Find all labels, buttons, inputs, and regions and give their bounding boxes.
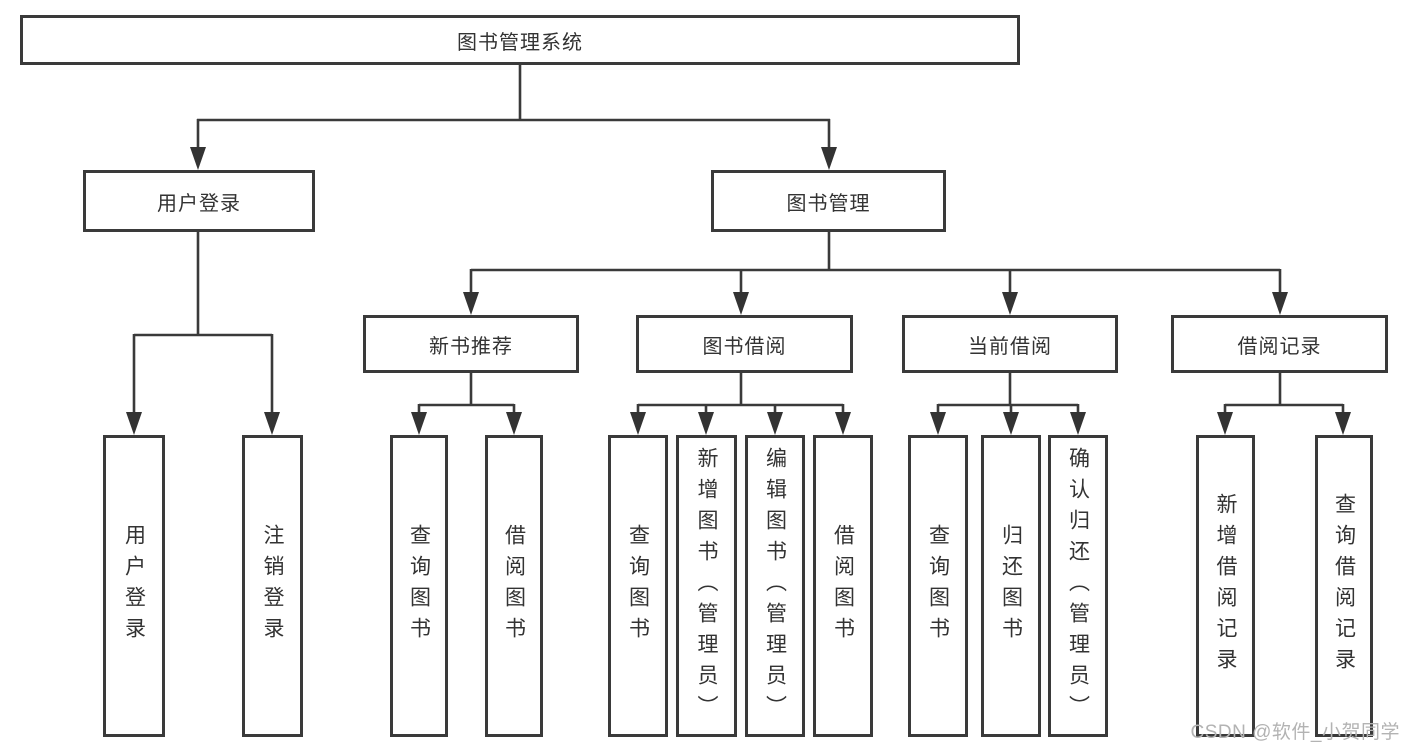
node-label: 归还图书	[999, 524, 1023, 648]
arrowhead-icon	[821, 147, 837, 170]
connector-book-borrow-to-leaves	[630, 373, 851, 435]
leaf-query-books: 查询图书	[908, 435, 968, 737]
node-label: 新增借阅记录	[1214, 493, 1237, 679]
arrowhead-icon	[506, 412, 522, 435]
connector-book-management-to-modules	[463, 232, 1288, 315]
connector-new-book-recommend-to-leaves	[411, 373, 522, 435]
arrowhead-icon	[1272, 292, 1288, 315]
leaf-query-books: 查询图书	[390, 435, 448, 737]
node-label: 借阅记录	[1237, 335, 1322, 358]
node-module-book-borrow: 图书借阅	[636, 315, 853, 373]
node-label: 查询借阅记录	[1332, 493, 1356, 679]
arrowhead-icon	[190, 147, 206, 170]
node-label: 当前借阅	[968, 335, 1052, 358]
node-label: 图书管理系统	[457, 31, 583, 54]
leaf-return-books: 归还图书	[981, 435, 1041, 737]
arrowhead-icon	[1335, 412, 1351, 435]
connector-borrow-record-to-leaves	[1217, 373, 1351, 435]
node-label: 图书借阅	[702, 335, 787, 358]
node-label: 图书管理	[786, 192, 871, 215]
node-label: 查询图书	[626, 524, 650, 648]
leaf-query-borrow-record: 查询借阅记录	[1315, 435, 1373, 737]
leaf-confirm-return-admin: 确认归还（管理员）	[1048, 435, 1108, 737]
arrowhead-icon	[733, 292, 749, 315]
node-branch-book-management: 图书管理	[711, 170, 946, 232]
node-label: 借阅图书	[831, 524, 855, 648]
leaf-query-books: 查询图书	[608, 435, 668, 737]
arrowhead-icon	[698, 412, 714, 435]
arrowhead-icon	[463, 292, 479, 315]
arrowhead-icon	[930, 412, 946, 435]
arrowhead-icon	[1070, 412, 1086, 435]
node-label: 新书推荐	[429, 335, 513, 358]
node-label: 编辑图书（管理员）	[763, 446, 787, 726]
arrowhead-icon	[1217, 412, 1233, 435]
node-module-new-book-recommend: 新书推荐	[363, 315, 579, 373]
node-label: 新增图书（管理员）	[695, 446, 718, 726]
leaf-edit-books-admin: 编辑图书（管理员）	[745, 435, 805, 737]
arrowhead-icon	[126, 412, 142, 435]
node-module-current-borrow: 当前借阅	[902, 315, 1118, 373]
arrowhead-icon	[264, 412, 280, 435]
csdn-watermark: CSDN @软件_小贺同学	[1190, 722, 1400, 743]
arrowhead-icon	[835, 412, 851, 435]
arrowhead-icon	[1003, 412, 1019, 435]
leaf-borrow-books: 借阅图书	[485, 435, 543, 737]
arrowhead-icon	[411, 412, 427, 435]
node-label: 查询图书	[407, 524, 431, 648]
node-label: 查询图书	[926, 524, 950, 648]
leaf-logout: 注销登录	[242, 435, 303, 737]
node-label: 借阅图书	[502, 524, 526, 648]
leaf-add-books-admin: 新增图书（管理员）	[676, 435, 737, 737]
leaf-borrow-books: 借阅图书	[813, 435, 873, 737]
node-branch-user-login: 用户登录	[83, 170, 315, 232]
connector-user-login-to-leaves	[126, 232, 280, 435]
node-label: 注销登录	[261, 524, 284, 648]
node-root-library-system: 图书管理系统	[20, 15, 1020, 65]
arrowhead-icon	[630, 412, 646, 435]
leaf-user-login: 用户登录	[103, 435, 165, 737]
node-label: 用户登录	[157, 192, 241, 215]
arrowhead-icon	[1002, 292, 1018, 315]
arrowhead-icon	[767, 412, 783, 435]
node-module-borrow-record: 借阅记录	[1171, 315, 1388, 373]
node-label: 确认归还（管理员）	[1066, 446, 1090, 726]
connector-current-borrow-to-leaves	[930, 373, 1086, 435]
node-label: 用户登录	[122, 524, 146, 648]
connector-root-to-branches	[190, 65, 837, 170]
leaf-add-borrow-record: 新增借阅记录	[1196, 435, 1255, 737]
